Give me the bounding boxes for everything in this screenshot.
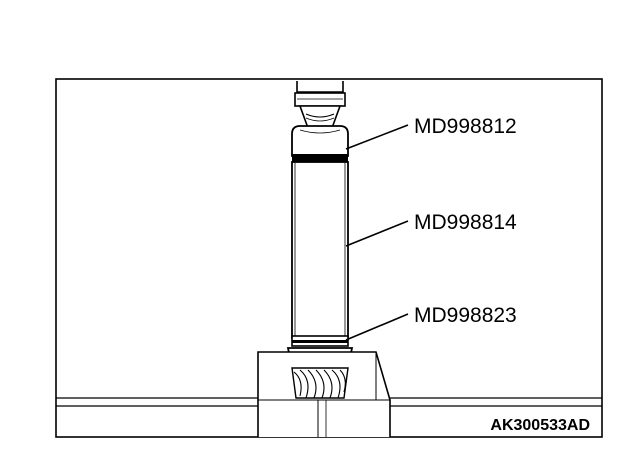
leader-lines <box>345 124 409 341</box>
installer-md998812 <box>291 125 349 162</box>
label-md998823: MD998823 <box>414 304 517 327</box>
installer-md998814 <box>291 161 349 339</box>
leader-md998823 <box>345 313 409 341</box>
floor-lines <box>56 397 602 407</box>
pinion-gear <box>291 367 349 399</box>
leader-md998812 <box>345 124 409 150</box>
figure-code: AK300533AD <box>490 417 590 434</box>
label-md998812: MD998812 <box>414 115 517 138</box>
press-ram <box>294 81 346 129</box>
leader-md998814 <box>345 220 409 247</box>
label-md998814: MD998814 <box>414 211 517 234</box>
